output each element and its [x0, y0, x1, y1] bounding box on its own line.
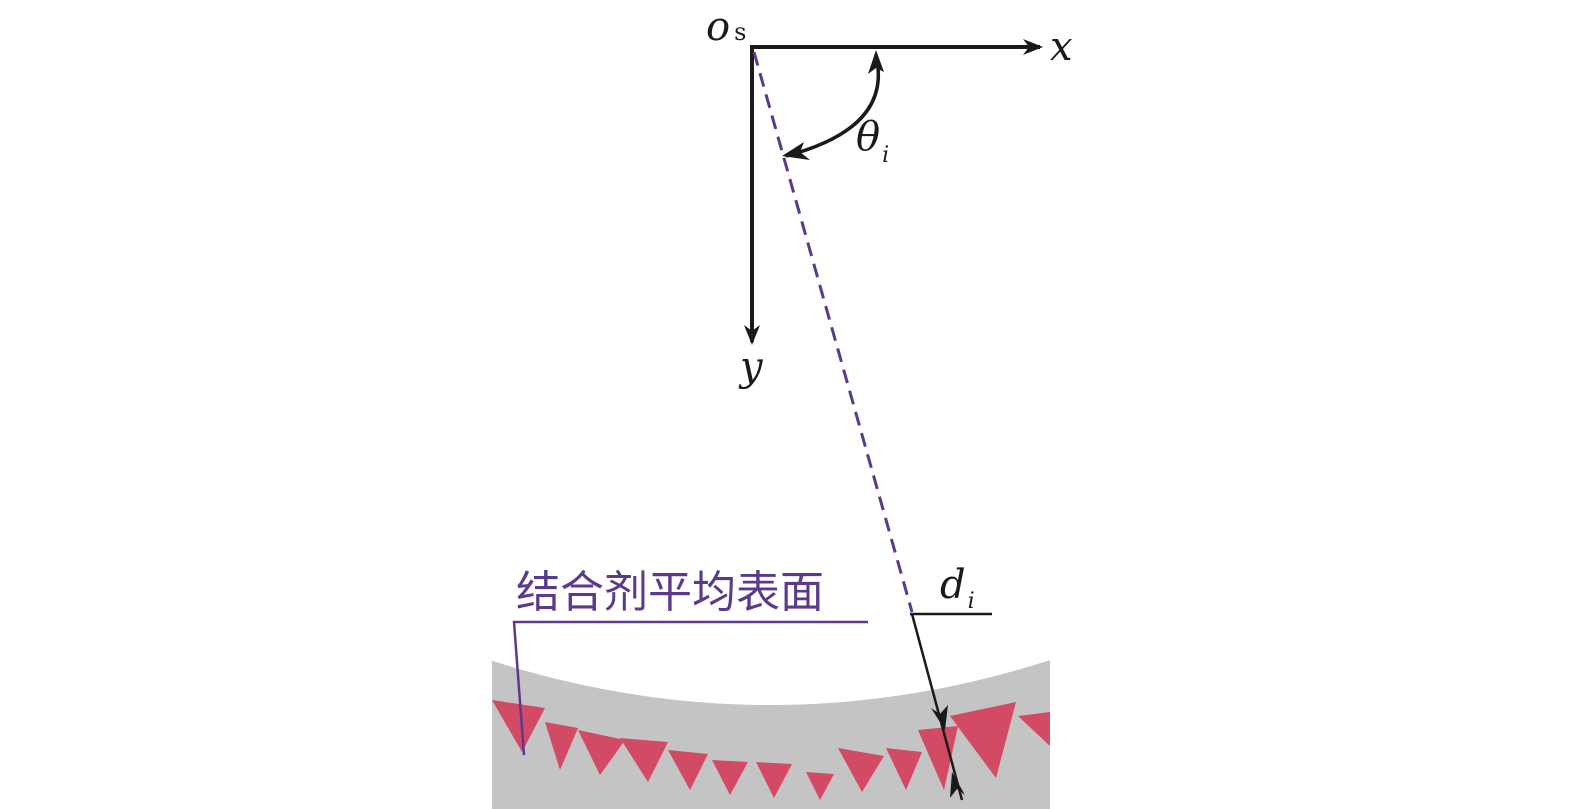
- angle-arc-arrow-left: [782, 142, 810, 160]
- depth-arrow-down: [931, 705, 948, 730]
- depth-arrow-up: [950, 772, 965, 798]
- abrasive-grain: [918, 726, 958, 790]
- abrasive-grain: [712, 760, 748, 795]
- dashed-ray-line: [752, 51, 914, 613]
- abrasive-grain: [492, 700, 545, 752]
- abrasive-grain: [950, 702, 1016, 778]
- x-axis-label: x: [1050, 24, 1073, 70]
- abrasive-grain: [620, 738, 668, 782]
- binder-surface-label: 结合剂平均表面: [516, 567, 824, 618]
- angle-label: θi: [856, 114, 889, 168]
- angle-arc: [785, 55, 881, 158]
- abrasive-grain: [668, 750, 708, 790]
- abrasive-grain: [806, 772, 834, 800]
- wheel-band-group: [492, 660, 1050, 809]
- abrasive-grain: [756, 762, 792, 798]
- angle-arc-arrow-top: [868, 50, 884, 74]
- binder-surface-leader: [512, 620, 868, 756]
- depth-dimension-line: [910, 613, 964, 801]
- abrasive-grain: [1018, 712, 1050, 746]
- y-axis-label: y: [738, 344, 764, 390]
- abrasive-grain: [545, 722, 578, 770]
- abrasive-grain: [838, 748, 884, 792]
- abrasive-grain: [886, 748, 922, 790]
- abrasive-grains: [492, 700, 1050, 800]
- depth-label: di: [940, 562, 975, 614]
- abrasive-grain: [578, 730, 625, 775]
